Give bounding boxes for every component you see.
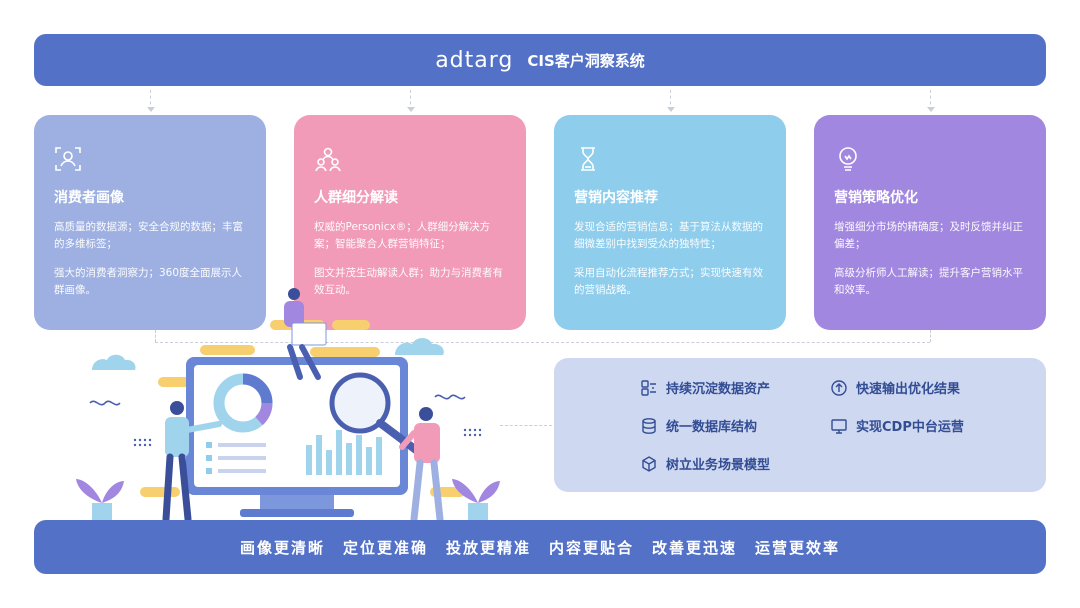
card-text: 高质量的数据源；安全合规的数据；丰富的多维标签； <box>54 221 243 250</box>
feature-label: 树立业务场景模型 <box>666 458 771 473</box>
slogan-item: 内容更贴合 <box>549 538 635 557</box>
monitor-icon <box>831 418 847 434</box>
card-title: 营销策略优化 <box>834 190 918 206</box>
page-title: CIS客户洞察系统 <box>527 51 645 70</box>
connector-line <box>500 425 552 426</box>
slogan-item: 投放更精准 <box>445 538 531 557</box>
connector-arrow <box>407 90 415 112</box>
card-text: 发现合适的营销信息；基于算法从数据的细微差别中找到受众的独特性； <box>574 221 763 250</box>
brand-logo: adtarg <box>435 47 514 73</box>
slogan-item: 改善更迅速 <box>652 538 738 557</box>
card-text: 图文并茂生动解读人群；助力与消费者有效互动。 <box>314 267 503 296</box>
database-icon <box>642 417 656 434</box>
lightbulb-icon <box>839 147 857 171</box>
upload-arrow-icon <box>831 379 847 396</box>
card-crowd-segmentation: 人群细分解读 权威的Personicx®；人群细分解决方案；智能聚合人群营销特征… <box>294 115 526 330</box>
header-banner: adtarg CIS客户洞察系统 <box>34 34 1046 86</box>
feature-panel: 持续沉淀数据资产 快速输出优化结果 统一数据库结构 实现CDP中台运营 树立业务… <box>554 358 1046 492</box>
user-scan-icon <box>55 147 81 171</box>
feature-item: 树立业务场景模型 <box>640 454 770 473</box>
feature-item: 实现CDP中台运营 <box>830 416 964 435</box>
connector-line <box>930 330 931 342</box>
slogan-item: 运营更效率 <box>755 538 841 557</box>
cube-icon <box>642 455 656 472</box>
card-title: 人群细分解读 <box>314 190 398 206</box>
card-text: 权威的Personicx®；人群细分解决方案；智能聚合人群营销特征； <box>314 221 491 250</box>
card-title: 消费者画像 <box>54 190 124 206</box>
analytics-illustration <box>76 288 500 520</box>
card-content-recommendation: 营销内容推荐 发现合适的营销信息；基于算法从数据的细微差别中找到受众的独特性； … <box>554 115 786 330</box>
decor-pill <box>332 320 370 330</box>
card-strategy-optimization: 营销策略优化 增强细分市场的精确度；及时反馈并纠正偏差； 高级分析师人工解读；提… <box>814 115 1046 330</box>
decor-pill <box>200 345 255 355</box>
card-text: 强大的消费者洞察力；360度全面展示人群画像。 <box>54 267 243 296</box>
data-assets-icon <box>641 379 656 396</box>
feature-item: 统一数据库结构 <box>640 416 757 435</box>
feature-item: 快速输出优化结果 <box>830 378 960 397</box>
feature-label: 实现CDP中台运营 <box>856 420 964 435</box>
feature-label: 快速输出优化结果 <box>856 382 961 397</box>
connector-line <box>155 330 156 342</box>
card-text: 高级分析师人工解读；提升客户营销水平和效率。 <box>834 267 1023 296</box>
slogan-banner: 画像更清晰 定位更准确 投放更精准 内容更贴合 改善更迅速 运营更效率 <box>34 520 1046 574</box>
people-group-icon <box>315 147 341 172</box>
card-title: 营销内容推荐 <box>574 190 658 206</box>
feature-label: 持续沉淀数据资产 <box>666 382 771 397</box>
card-consumer-portrait: 消费者画像 高质量的数据源；安全合规的数据；丰富的多维标签； 强大的消费者洞察力… <box>34 115 266 330</box>
feature-label: 统一数据库结构 <box>666 420 758 435</box>
cloud <box>395 338 444 355</box>
slogan-item: 定位更准确 <box>342 538 428 557</box>
hourglass-icon <box>581 147 595 171</box>
cloud <box>92 354 136 370</box>
card-text: 采用自动化流程推荐方式；实现快速有效的营销战略。 <box>574 267 763 296</box>
decor-pill <box>310 347 380 357</box>
feature-item: 持续沉淀数据资产 <box>640 378 770 397</box>
connector-arrow <box>927 90 935 112</box>
slogan-item: 画像更清晰 <box>239 538 325 557</box>
card-text: 增强细分市场的精确度；及时反馈并纠正偏差； <box>834 221 1023 250</box>
connector-line <box>155 342 930 343</box>
decor-pill <box>140 487 180 497</box>
connector-arrow <box>667 90 675 112</box>
connector-arrow <box>147 90 155 112</box>
